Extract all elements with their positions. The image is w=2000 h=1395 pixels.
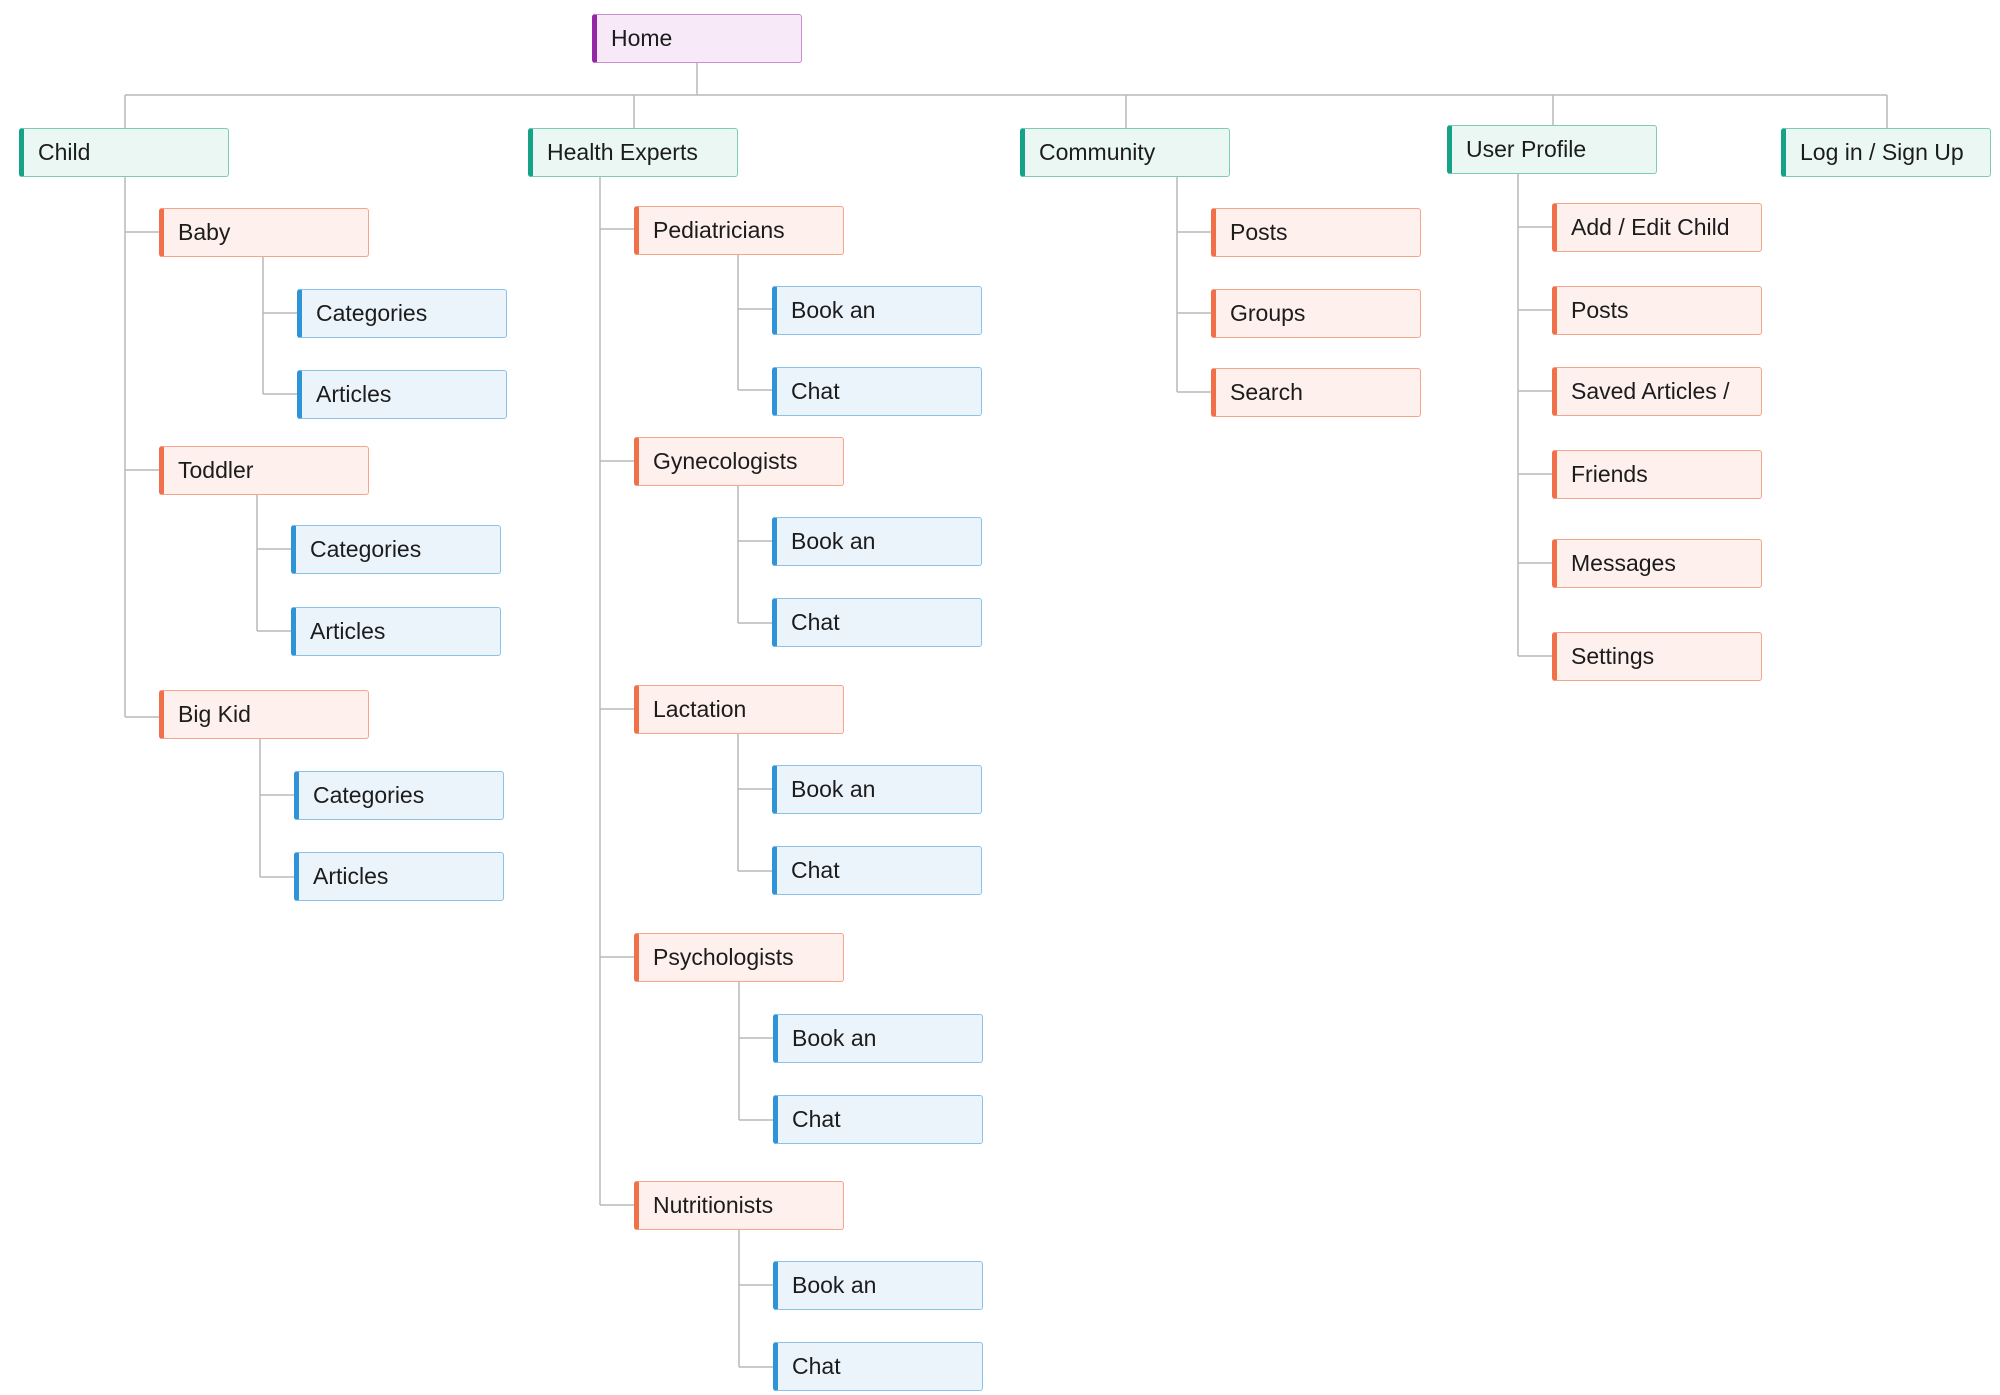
node-messages[interactable]: Messages: [1552, 539, 1762, 588]
connector-child: [124, 176, 159, 718]
node-profile-posts[interactable]: Posts: [1552, 286, 1762, 335]
node-lactation-book[interactable]: Book an: [772, 765, 982, 814]
node-nutritionists[interactable]: Nutritionists: [634, 1181, 844, 1230]
connector-child-baby: [262, 256, 297, 395]
node-nutritionists-chat[interactable]: Chat: [773, 1342, 983, 1391]
node-child[interactable]: Child: [19, 128, 229, 177]
connector-profile: [1517, 174, 1552, 657]
node-bigkid-articles[interactable]: Articles: [294, 852, 504, 901]
connector-experts-pediatricians: [737, 254, 772, 391]
node-community-groups[interactable]: Groups: [1211, 289, 1421, 338]
node-lactation[interactable]: Lactation: [634, 685, 844, 734]
node-baby-articles[interactable]: Articles: [297, 370, 507, 419]
node-pediatricians-chat[interactable]: Chat: [772, 367, 982, 416]
node-toddler-categories[interactable]: Categories: [291, 525, 501, 574]
connector-root-bus: [124, 63, 1888, 128]
connector-community: [1176, 176, 1211, 393]
node-settings[interactable]: Settings: [1552, 632, 1762, 681]
node-lactation-chat[interactable]: Chat: [772, 846, 982, 895]
node-psychologists-chat[interactable]: Chat: [773, 1095, 983, 1144]
node-nutritionists-book[interactable]: Book an: [773, 1261, 983, 1310]
node-community-posts[interactable]: Posts: [1211, 208, 1421, 257]
node-bigkid-categories[interactable]: Categories: [294, 771, 504, 820]
node-pediatricians-book[interactable]: Book an: [772, 286, 982, 335]
node-friends[interactable]: Friends: [1552, 450, 1762, 499]
node-psychologists-book[interactable]: Book an: [773, 1014, 983, 1063]
node-user-profile[interactable]: User Profile: [1447, 125, 1657, 174]
connector-experts-lactation: [737, 733, 772, 872]
node-toddler[interactable]: Toddler: [159, 446, 369, 495]
connector-child-toddler: [256, 494, 291, 632]
node-pediatricians[interactable]: Pediatricians: [634, 206, 844, 255]
node-toddler-articles[interactable]: Articles: [291, 607, 501, 656]
connector-experts-nutritionists: [738, 1229, 773, 1368]
node-add-edit-child[interactable]: Add / Edit Child: [1552, 203, 1762, 252]
node-big-kid[interactable]: Big Kid: [159, 690, 369, 739]
connector-experts-gynecologists: [737, 485, 772, 624]
node-log-in-sign-up[interactable]: Log in / Sign Up: [1781, 128, 1991, 177]
node-health-experts[interactable]: Health Experts: [528, 128, 738, 177]
connector-experts-psychologists: [738, 981, 773, 1121]
node-baby-categories[interactable]: Categories: [297, 289, 507, 338]
node-gynecologists-chat[interactable]: Chat: [772, 598, 982, 647]
node-gynecologists[interactable]: Gynecologists: [634, 437, 844, 486]
connector-child-bigkid: [259, 739, 294, 878]
node-home[interactable]: Home: [592, 14, 802, 63]
node-baby[interactable]: Baby: [159, 208, 369, 257]
node-gynecologists-book[interactable]: Book an: [772, 517, 982, 566]
node-community[interactable]: Community: [1020, 128, 1230, 177]
node-community-search[interactable]: Search: [1211, 368, 1421, 417]
connector-experts: [599, 176, 634, 1206]
node-psychologists[interactable]: Psychologists: [634, 933, 844, 982]
node-saved-articles[interactable]: Saved Articles /: [1552, 367, 1762, 416]
